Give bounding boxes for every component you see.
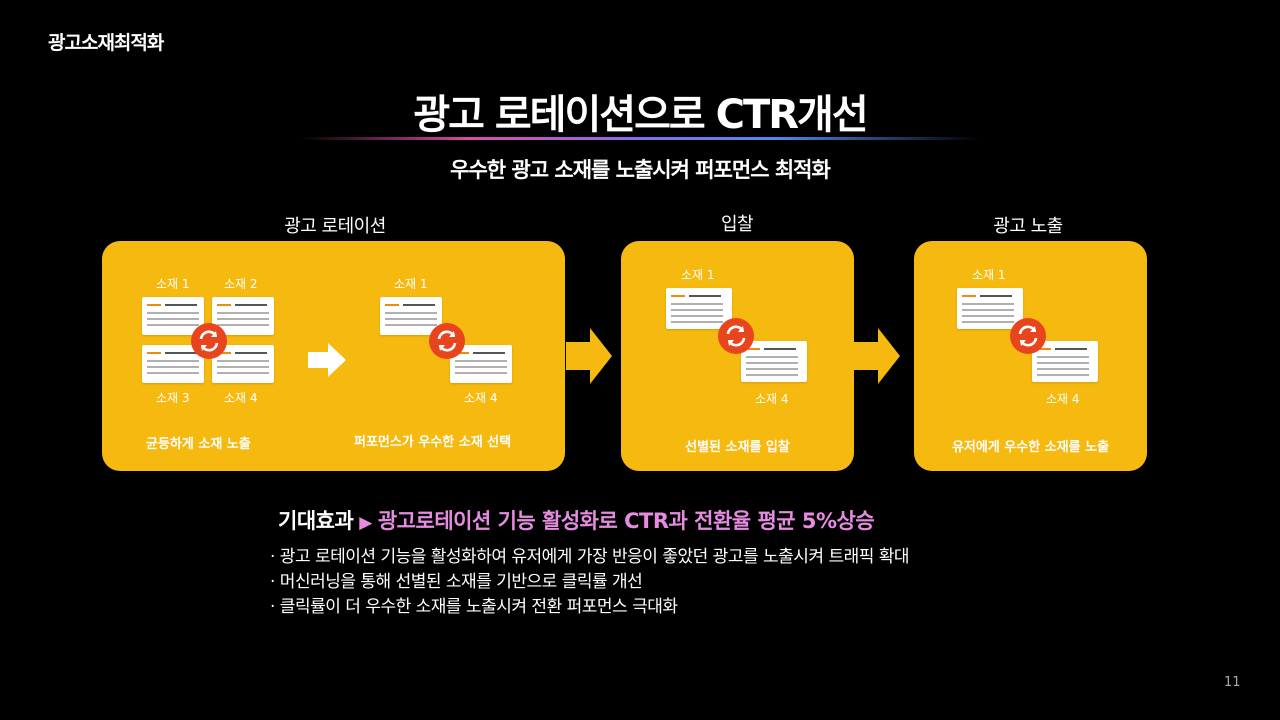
flow-arrow-icon xyxy=(854,328,900,384)
exposure-card-1 xyxy=(957,288,1023,329)
rotate-icon xyxy=(1010,318,1046,354)
exposure-tag-1: 소재 1 xyxy=(972,268,1006,282)
title-underline xyxy=(300,137,980,140)
expected-effect-label: 기대효과 xyxy=(278,509,354,533)
selected-card-1 xyxy=(380,297,442,335)
section-label-rotation: 광고 로테이션 xyxy=(284,216,386,237)
flow-arrow-icon xyxy=(566,328,612,384)
bullet-item: · 클릭률이 더 우수한 소재를 노출시켜 전환 퍼포먼스 극대화 xyxy=(270,597,678,617)
bid-card-4 xyxy=(741,341,807,382)
creative-tag-2: 소재 2 xyxy=(224,277,258,291)
performance-select-caption: 퍼포먼스가 우수한 소재 선택 xyxy=(354,435,512,450)
exposure-caption: 유저에게 우수한 소재를 노출 xyxy=(951,440,1110,455)
selected-tag-4: 소재 4 xyxy=(464,391,498,405)
bullet-item: · 광고 로테이션 기능을 활성화하여 유저에게 가장 반응이 좋았던 광고를 … xyxy=(270,547,910,567)
selected-tag-1: 소재 1 xyxy=(394,277,428,291)
bid-caption: 선별된 소재를 입찰 xyxy=(685,440,790,455)
expected-effect: 기대효과▶광고로테이션 기능 활성화로 CTR과 전환율 평균 5%상승 xyxy=(278,505,875,535)
creative-tag-4: 소재 4 xyxy=(224,391,258,405)
exposure-tag-4: 소재 4 xyxy=(1046,392,1080,406)
arrow-right-icon xyxy=(308,343,346,377)
exposure-panel: 소재 1 소재 4 유저에게 우수한 소재를 노출 xyxy=(914,241,1147,471)
creative-card-3 xyxy=(142,345,204,383)
section-label-exposure: 광고 노출 xyxy=(993,216,1063,237)
bid-tag-4: 소재 4 xyxy=(755,392,789,406)
creative-card-1 xyxy=(142,297,204,335)
page-number: 11 xyxy=(1224,675,1241,690)
page-title: 광고 로테이션으로 CTR개선 xyxy=(413,92,868,138)
even-exposure-caption: 균등하게 소재 노출 xyxy=(146,437,251,452)
rotate-icon xyxy=(191,323,227,359)
creative-tag-1: 소재 1 xyxy=(156,277,190,291)
effect-bullet-list: · 광고 로테이션 기능을 활성화하여 유저에게 가장 반응이 좋았던 광고를 … xyxy=(270,545,910,620)
bid-tag-1: 소재 1 xyxy=(681,268,715,282)
bid-card-1 xyxy=(666,288,732,329)
creative-card-4 xyxy=(212,345,274,383)
expected-effect-value: 광고로테이션 기능 활성화로 CTR과 전환율 평균 5%상승 xyxy=(377,509,875,533)
corner-title: 광고소재최적화 xyxy=(48,32,164,54)
play-arrow-icon: ▶ xyxy=(359,513,372,533)
rotation-panel: 소재 1 소재 2 소재 3 소재 4 소재 1 소재 4 균등하게 소재 노출… xyxy=(102,241,565,471)
page-subtitle: 우수한 광고 소재를 노출시켜 퍼포먼스 최적화 xyxy=(450,158,831,182)
bidding-panel: 소재 1 소재 4 선별된 소재를 입찰 xyxy=(621,241,854,471)
section-label-bidding: 입찰 xyxy=(720,214,754,235)
bullet-item: · 머신러닝을 통해 선별된 소재를 기반으로 클릭률 개선 xyxy=(270,572,643,592)
exposure-card-4 xyxy=(1032,341,1098,382)
creative-tag-3: 소재 3 xyxy=(156,391,190,405)
rotate-icon xyxy=(429,323,465,359)
rotate-icon xyxy=(718,318,754,354)
